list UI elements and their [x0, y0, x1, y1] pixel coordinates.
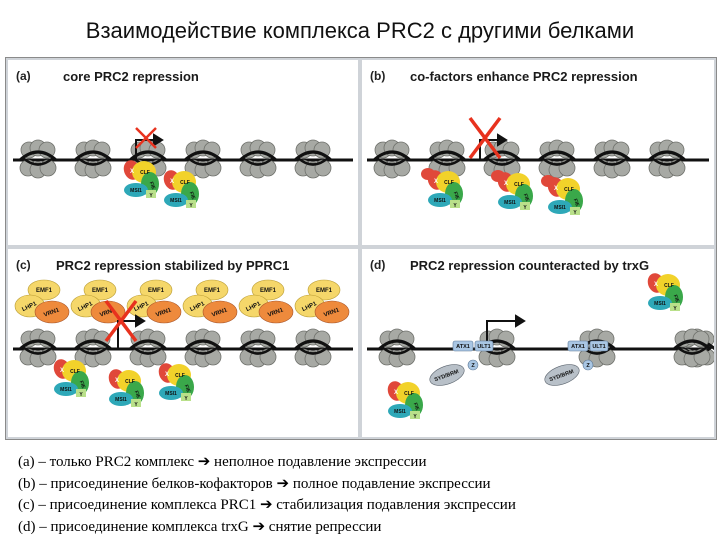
svg-text:ATX1: ATX1 [456, 344, 470, 350]
prc1-complex: EMF1LHP1VRN1 [239, 280, 293, 323]
svg-text:CLF: CLF [404, 391, 414, 397]
svg-text:X: X [115, 378, 119, 384]
svg-text:X: X [60, 368, 64, 374]
svg-text:X: X [434, 179, 438, 185]
svg-text:MSI1: MSI1 [60, 387, 72, 393]
svg-text:EMF1: EMF1 [92, 288, 109, 294]
svg-text:CLF: CLF [140, 170, 150, 176]
panel-letter: (c) [16, 258, 31, 272]
panel-c-diagram: EMF1LHP1VRN1EMF1LHP1VRN1EMF1LHP1VRN1EMF1… [8, 249, 358, 437]
svg-text:X: X [394, 390, 398, 396]
panel-b: XCLFFIEMSI1Y XCLFFIEMSI1Y XCLFFIEMSI1Y (… [362, 60, 714, 245]
panel-title: core PRC2 repression [63, 69, 199, 84]
svg-text:X: X [504, 181, 508, 187]
panel-title: PRC2 repression stabilized by PPRC1 [56, 258, 289, 273]
svg-text:CLF: CLF [514, 182, 524, 188]
svg-text:MSI1: MSI1 [394, 409, 406, 415]
svg-text:CLF: CLF [70, 369, 80, 375]
svg-text:MSI1: MSI1 [130, 188, 142, 194]
svg-text:EMF1: EMF1 [36, 288, 53, 294]
panel-d-diagram: ATX1ULT1SYD/BRMZ ATX1ULT1SYD/BRMZ XCLFFI… [362, 249, 714, 437]
svg-text:CLF: CLF [664, 283, 674, 289]
panel-d: ATX1ULT1SYD/BRMZ ATX1ULT1SYD/BRMZ XCLFFI… [362, 249, 714, 437]
panel-c: EMF1LHP1VRN1EMF1LHP1VRN1EMF1LHP1VRN1EMF1… [8, 249, 358, 437]
caption-a: (a) – только PRC2 комплекс ➔ неполное по… [18, 452, 708, 474]
svg-text:X: X [654, 282, 658, 288]
svg-text:ULT1: ULT1 [592, 344, 605, 350]
panel-a: XCLFFIEMSI1Y XCLFFIEMSI1Y (a) core PRC2 … [8, 60, 358, 245]
svg-text:MSI1: MSI1 [170, 198, 182, 204]
svg-text:MSI1: MSI1 [554, 205, 566, 211]
svg-text:EMF1: EMF1 [316, 288, 333, 294]
svg-text:MSI1: MSI1 [654, 301, 666, 307]
svg-text:EMF1: EMF1 [204, 288, 221, 294]
svg-text:X: X [170, 179, 174, 185]
svg-text:CLF: CLF [564, 187, 574, 193]
caption-b: (b) – присоединение белков-кофакторов ➔ … [18, 474, 708, 496]
figure-grid: XCLFFIEMSI1Y XCLFFIEMSI1Y (a) core PRC2 … [5, 57, 717, 440]
svg-text:MSI1: MSI1 [434, 198, 446, 204]
panel-letter: (d) [370, 258, 385, 272]
caption-c: (c) – присоединение комплекса PRC1 ➔ ста… [18, 495, 708, 517]
svg-text:CLF: CLF [125, 379, 135, 385]
panel-letter: (b) [370, 69, 385, 83]
caption-d: (d) – присоединение комплекса trxG ➔ сня… [18, 517, 708, 539]
svg-text:ULT1: ULT1 [477, 344, 490, 350]
svg-text:X: X [130, 169, 134, 175]
svg-text:MSI1: MSI1 [504, 200, 516, 206]
svg-text:X: X [554, 186, 558, 192]
svg-text:CLF: CLF [180, 180, 190, 186]
slide-title: Взаимодействие комплекса PRC2 с другими … [0, 18, 720, 44]
caption-list: (a) – только PRC2 комплекс ➔ неполное по… [18, 452, 708, 538]
prc1-complex-row: EMF1LHP1VRN1EMF1LHP1VRN1EMF1LHP1VRN1EMF1… [15, 280, 349, 323]
panel-title: co-factors enhance PRC2 repression [410, 69, 638, 84]
svg-text:CLF: CLF [175, 373, 185, 379]
svg-text:CLF: CLF [444, 180, 454, 186]
svg-text:MSI1: MSI1 [165, 391, 177, 397]
svg-text:X: X [165, 372, 169, 378]
svg-text:EMF1: EMF1 [148, 288, 165, 294]
prc2-complex: XCLFFIEMSI1Y [645, 271, 683, 312]
panel-letter: (a) [16, 69, 31, 83]
svg-text:EMF1: EMF1 [260, 288, 277, 294]
panel-title: PRC2 repression counteracted by trxG [410, 258, 649, 273]
svg-text:ATX1: ATX1 [571, 344, 585, 350]
svg-text:MSI1: MSI1 [115, 397, 127, 403]
